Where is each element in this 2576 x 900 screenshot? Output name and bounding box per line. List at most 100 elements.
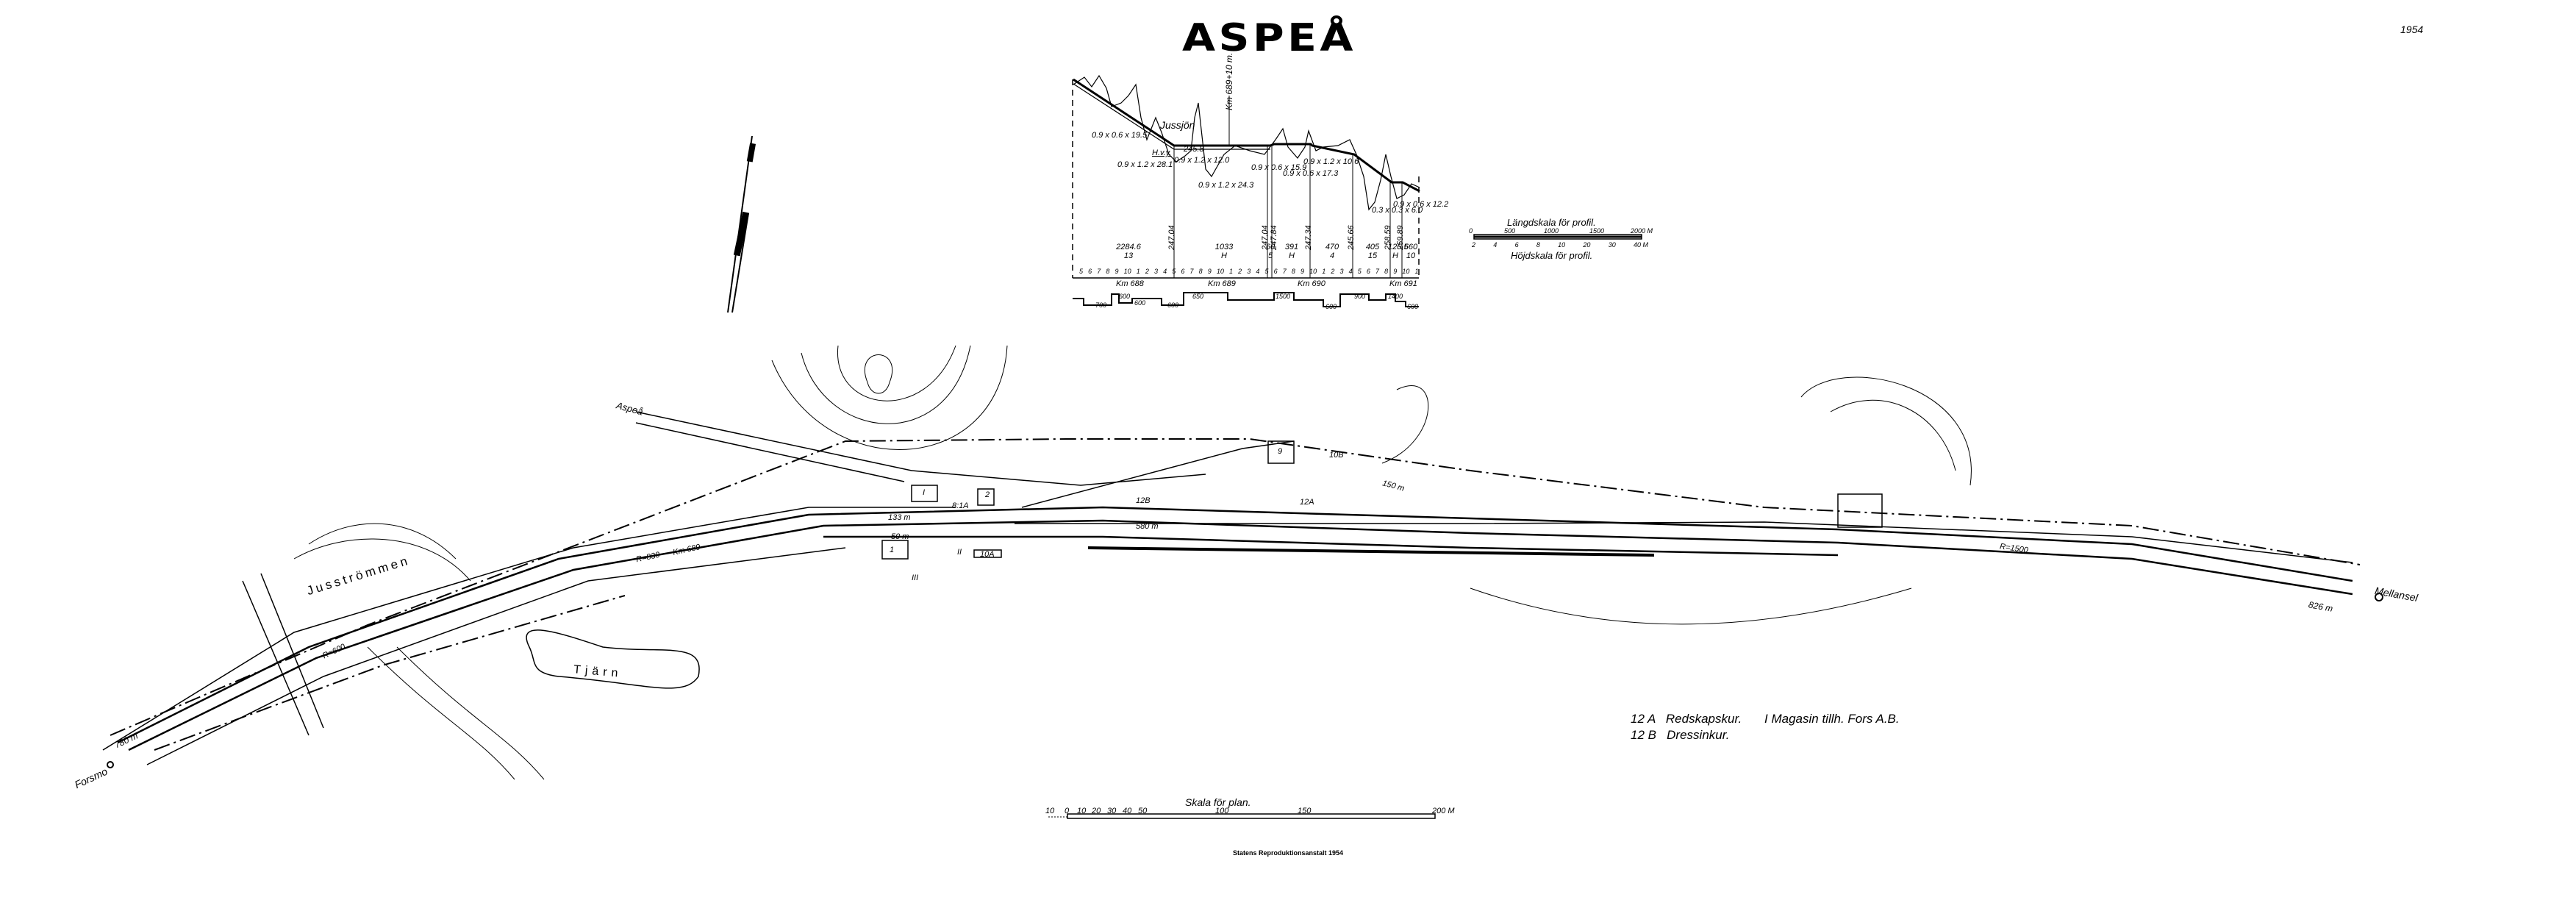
curve-radius: 600 <box>1119 293 1131 300</box>
hectometre-tick: 2 <box>1238 268 1242 275</box>
plan-scale-tick: 10 <box>1077 807 1087 815</box>
plan-scale-tick: 200 M <box>1432 807 1455 815</box>
hectometre-tick: 5 <box>1357 268 1362 275</box>
length-scale-tick: 2000 M <box>1631 227 1653 235</box>
curve-radius: 1400 <box>1388 293 1403 300</box>
profile-km-marker: Km 689+10 m. <box>1224 52 1234 110</box>
culvert-label: 0.9 x 1.2 x 24.3 <box>1198 181 1254 190</box>
length-scale-tick: 0 <box>1469 227 1473 235</box>
break-elevation: 245.66 <box>1347 225 1356 250</box>
break-elevation: 247.04 <box>1167 225 1176 250</box>
sheet-title: ASPEÅ <box>1182 16 1356 60</box>
hectometre-tick: 7 <box>1097 268 1101 275</box>
hectometre-tick: 9 <box>1300 268 1305 275</box>
height-scale-tick: 10 <box>1558 241 1566 249</box>
plan-scale-tick: 20 <box>1092 807 1101 815</box>
height-scale-title: Höjdskala för profil. <box>1511 250 1593 261</box>
building-label: II <box>957 548 962 557</box>
culvert-label: 0.9 x 0.6 x 12.2 <box>1393 200 1449 209</box>
culvert-label: 0.9 x 0.6 x 19.5 <box>1092 131 1148 140</box>
plan-scale-tick: 50 <box>1138 807 1148 815</box>
profile-lake-label: Jussjön <box>1160 119 1195 131</box>
hectometre-tick: 4 <box>1348 268 1353 275</box>
km-label: Km 690 <box>1298 279 1325 288</box>
plan-scale-bar <box>1048 813 1436 819</box>
culvert-label: 0.9 x 1.2 x 10.6 <box>1303 157 1359 166</box>
profile-scale-bars <box>1473 234 1642 240</box>
height-scale-tick: 30 <box>1608 241 1616 249</box>
hectometre-tick: 3 <box>1247 268 1251 275</box>
hectometre-tick: 2 <box>1331 268 1335 275</box>
curve-radius: 1500 <box>1276 293 1291 300</box>
legend-item-i: I Magasin tillh. Fors A.B. <box>1764 712 1900 726</box>
plan-scale-tick: 100 <box>1215 807 1229 815</box>
hectometre-tick: 1 <box>1322 268 1326 275</box>
length-scale-tick: 1500 <box>1589 227 1605 235</box>
plan-scale-title: Skala för plan. <box>1185 796 1251 808</box>
hectometre-tick: 1 <box>1229 268 1234 275</box>
legend-item-12b: 12 B Dressinkur. <box>1631 728 1730 742</box>
water-level-value: 245.8 <box>1184 145 1204 154</box>
km-label: Km 689 <box>1208 279 1236 288</box>
km-label: Km 691 <box>1389 279 1417 288</box>
hectometre-tick: 5 <box>1264 268 1269 275</box>
hectometre-tick: 5 <box>1079 268 1084 275</box>
building-label: 12B <box>1136 496 1151 505</box>
plan-scale-tick: 40 <box>1123 807 1132 815</box>
plan-scale-tick: 150 <box>1298 807 1312 815</box>
sheet-year: 1954 <box>2400 24 2424 35</box>
hectometre-tick: 4 <box>1256 268 1260 275</box>
longitudinal-profile <box>1072 74 1420 307</box>
culvert-label: 0.9 x 1.2 x 12.0 <box>1174 156 1230 165</box>
hectometre-tick: 8 <box>1198 268 1203 275</box>
culvert-label: 0.9 x 1.2 x 28.1 <box>1117 160 1173 169</box>
hectometre-tick: 9 <box>1393 268 1398 275</box>
break-elevation: 247.34 <box>1304 225 1313 250</box>
building-label: 12A <box>1300 498 1314 507</box>
water-level-label: H.v.y. <box>1152 149 1172 157</box>
hectometre-tick: 3 <box>1339 268 1344 275</box>
hectometre-tick: 6 <box>1088 268 1092 275</box>
length-scale-title: Längdskala för profil. <box>1507 217 1596 228</box>
curve-radius: 600 <box>1407 303 1419 310</box>
plan-scale-tick: 30 <box>1107 807 1117 815</box>
hectometre-tick: 9 <box>1207 268 1212 275</box>
hectometre-tick: 1 <box>1414 268 1419 275</box>
hectometre-tick: 8 <box>1384 268 1389 275</box>
hectometre-tick: 8 <box>1291 268 1295 275</box>
height-scale-tick: 20 <box>1583 241 1591 249</box>
hectometre-tick: 10 <box>1123 268 1131 275</box>
km-label: Km 688 <box>1116 279 1144 288</box>
building-label: 10A <box>980 550 995 559</box>
hectometre-tick: 8 <box>1106 268 1110 275</box>
curve-radius: 600 <box>1325 303 1337 310</box>
culvert-label: 0.9 x 0.6 x 17.3 <box>1283 169 1339 178</box>
culvert-label: 0.9 x 0.6 x 15.9 <box>1251 163 1307 172</box>
printer-credit: Statens Reproduktionsanstalt 1954 <box>1232 849 1344 857</box>
hectometre-tick: 4 <box>1163 268 1167 275</box>
hectometre-tick: 2 <box>1145 268 1149 275</box>
length-scale-tick: 500 <box>1504 227 1516 235</box>
legend-item-12a: 12 A Redskapskur. <box>1631 712 1742 726</box>
height-scale-tick: 6 <box>1514 241 1519 249</box>
north-arrow-icon <box>727 135 756 313</box>
plan-scale-tick: 10 <box>1045 807 1055 815</box>
hectometre-tick: 7 <box>1189 268 1194 275</box>
hectometre-tick: 3 <box>1154 268 1159 275</box>
height-scale-tick: 4 <box>1493 241 1498 249</box>
height-scale-tick: 8 <box>1536 241 1540 249</box>
hectometre-tick: 1 <box>1136 268 1140 275</box>
building-label: 8:1A <box>952 501 969 510</box>
curve-radius: 650 <box>1192 293 1204 300</box>
hectometre-tick: 10 <box>1216 268 1224 275</box>
hectometre-tick: 7 <box>1375 268 1380 275</box>
